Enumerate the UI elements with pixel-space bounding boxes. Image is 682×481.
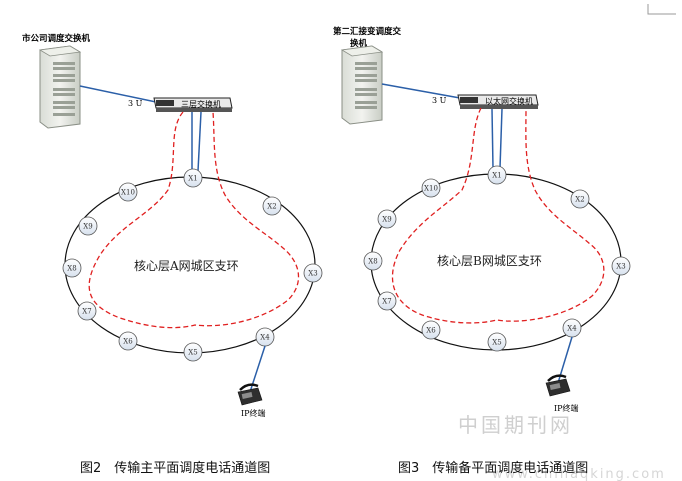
node-a-x7-label: X7 xyxy=(82,308,91,316)
node-b-x7-label: X7 xyxy=(382,298,391,306)
node-a-x8 xyxy=(62,258,82,278)
node-a-x4-label: X4 xyxy=(260,334,270,342)
diagram-a: 市公司调度交换机 3 U 三层交换机 xyxy=(22,33,323,418)
node-b-x9 xyxy=(377,209,397,229)
switch-a-icon xyxy=(153,97,233,112)
exchange-a-label: 市公司调度交换机 xyxy=(22,33,91,44)
node-a-x9-label: X9 xyxy=(83,223,92,231)
node-a-x1-label: X1 xyxy=(188,175,197,183)
watermark-url: www.chinaqking.com xyxy=(492,467,666,481)
ring-a-nodes: X1 X2 X3 X4 X5 X6 X7 X8 X9 X10 xyxy=(62,168,323,362)
switch-b-uplink-2 xyxy=(499,108,503,169)
caption-fig3: 图3 传输备平面调度电话通道图 xyxy=(398,460,588,476)
switch-b-label: 以太网交换机 xyxy=(485,96,533,106)
node-b-x6-label: X6 xyxy=(426,327,436,335)
node-a-x5-label: X5 xyxy=(188,349,197,357)
node-b-x3 xyxy=(611,256,631,276)
node-b-x9-label: X9 xyxy=(382,216,391,224)
crop-marks xyxy=(647,4,676,15)
exchange-b-link xyxy=(381,83,461,99)
protection-path-b xyxy=(391,107,605,324)
node-b-x2-label: X2 xyxy=(575,196,584,204)
node-b-x4-label: X4 xyxy=(567,325,577,333)
switch-b-port-label: 3 U xyxy=(432,96,447,105)
node-a-x3 xyxy=(303,263,323,283)
node-a-x5 xyxy=(183,342,203,362)
node-a-x10-label: X10 xyxy=(121,189,135,197)
node-a-x6 xyxy=(118,331,138,351)
node-b-x5-label: X5 xyxy=(492,339,501,347)
node-a-x2-label: X2 xyxy=(267,203,276,211)
switch-b-uplink-1 xyxy=(491,108,494,169)
exchange-b-cabinet-icon xyxy=(340,45,384,125)
exchange-a-cabinet-icon xyxy=(38,45,82,129)
exchange-a-link xyxy=(79,85,157,103)
switch-a-port-label: 3 U xyxy=(128,99,143,108)
ip-terminal-b-label: IP终端 xyxy=(554,403,579,413)
node-b-x1 xyxy=(487,165,507,185)
node-b-x5 xyxy=(487,332,507,352)
node-a-x3-label: X3 xyxy=(308,270,317,278)
node-a-x8-label: X8 xyxy=(67,265,76,273)
ring-a-label: 核心层A网城区支环 xyxy=(134,259,239,273)
node-a-x7 xyxy=(77,301,97,321)
node-a-x9 xyxy=(78,216,98,236)
diagram-b: 第二汇接变调度交 换机 3 U 以太网交换机 核心层B网城区支环 xyxy=(333,26,631,413)
caption-fig2: 图2 传输主平面调度电话通道图 xyxy=(80,460,270,476)
ip-terminal-b-icon xyxy=(545,374,571,397)
switch-b-icon xyxy=(457,94,539,109)
ring-b-nodes: X1 X2 X3 X4 X5 X6 X7 X8 X9 X10 xyxy=(363,165,631,352)
ip-terminal-a-label: IP终端 xyxy=(241,408,266,418)
node-b-x2 xyxy=(570,189,590,209)
ring-b-label: 核心层B网城区支环 xyxy=(437,254,542,268)
node-b-x10-label: X10 xyxy=(424,185,438,193)
node-b-x3-label: X3 xyxy=(616,263,625,271)
node-b-x1-label: X1 xyxy=(492,172,501,180)
node-a-x1 xyxy=(183,168,203,188)
node-b-x7 xyxy=(377,291,397,311)
node-a-x10 xyxy=(118,182,138,202)
node-b-x8-label: X8 xyxy=(368,258,377,266)
exchange-b-label-1: 第二汇接变调度交 xyxy=(333,26,402,37)
node-b-x8 xyxy=(363,251,383,271)
node-b-x10 xyxy=(421,178,441,198)
node-b-x6 xyxy=(421,320,441,340)
ip-terminal-a-icon xyxy=(237,383,263,406)
switch-a-label: 三层交换机 xyxy=(181,99,221,109)
watermark-text: 中国期刊网 xyxy=(458,413,573,437)
switch-a-uplink-2 xyxy=(197,111,202,172)
node-a-x2 xyxy=(262,196,282,216)
protection-path-a xyxy=(88,111,300,329)
exchange-b-label-2: 换机 xyxy=(350,38,368,49)
node-a-x6-label: X6 xyxy=(123,338,133,346)
